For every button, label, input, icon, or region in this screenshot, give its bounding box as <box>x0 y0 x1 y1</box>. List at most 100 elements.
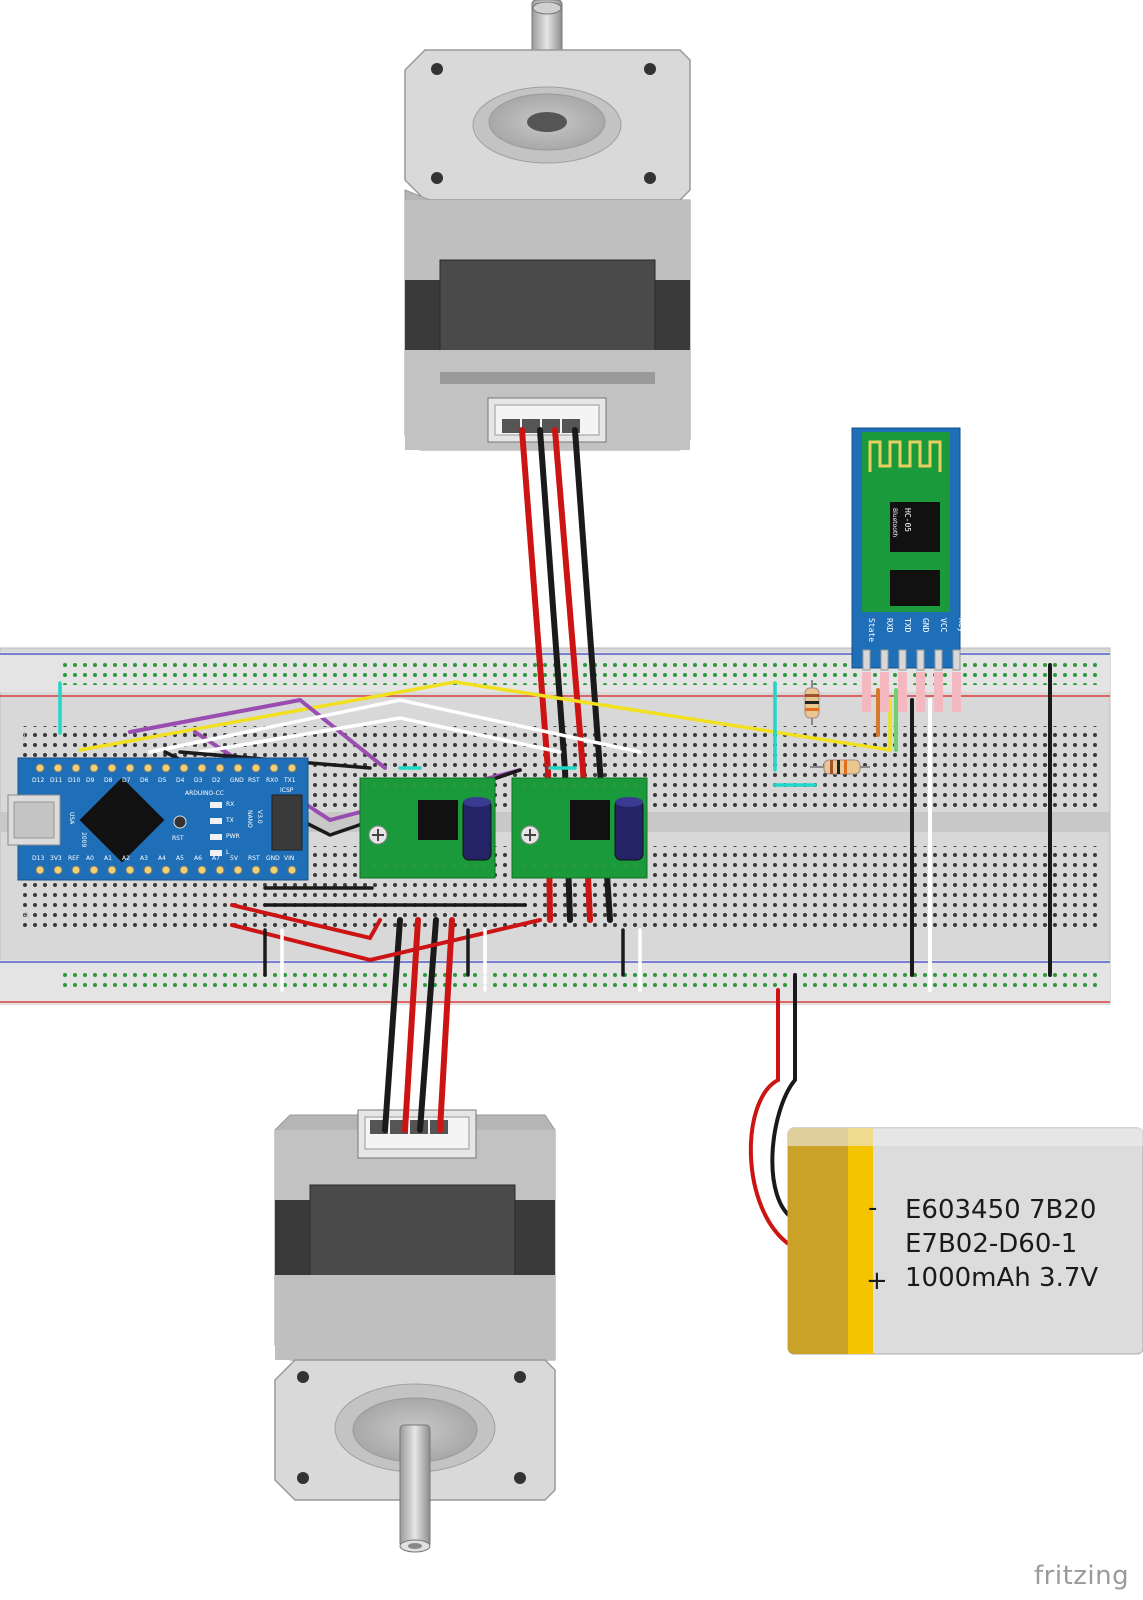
hc05-pin-label: TXD <box>903 618 912 633</box>
nano-pin-label: GND <box>266 855 280 862</box>
hc05-sub: Bluetooth <box>891 508 898 537</box>
wire-red <box>230 903 382 941</box>
nano-pin-label: D13 <box>32 855 44 862</box>
battery-label-line3: 1000mAh 3.7V <box>905 1263 1098 1293</box>
stepper-driver-1 <box>359 777 496 879</box>
arduino-version: V3.0 <box>256 810 263 824</box>
nano-pin-label: A4 <box>158 855 166 862</box>
stepper-motor-bottom <box>274 1109 556 1553</box>
nano-pin-label: D4 <box>176 777 185 784</box>
hc05-pin-label: Key <box>957 618 966 633</box>
nano-pin-label: GND <box>230 777 244 784</box>
nano-pin-label: D5 <box>158 777 167 784</box>
arduino-icsp: ICSP <box>280 787 294 794</box>
nano-pin-label: D11 <box>50 777 62 784</box>
nano-pin <box>215 865 225 875</box>
nano-pin <box>53 763 63 773</box>
wire-white <box>198 716 562 754</box>
hc05-pin-label: State <box>867 618 876 642</box>
wire-yellow <box>78 680 892 753</box>
nano-pin-label: TX1 <box>283 777 296 784</box>
nano-pin <box>179 763 189 773</box>
resistor-2 <box>810 759 870 775</box>
nano-pin <box>197 865 207 875</box>
nano-pin-label: RST <box>248 777 260 784</box>
nano-pin <box>269 763 279 773</box>
nano-pin <box>71 763 81 773</box>
battery-minus: - <box>868 1193 877 1223</box>
nano-pin-label: 3V3 <box>50 855 62 862</box>
nano-pin-label: D8 <box>104 777 113 784</box>
nano-pin <box>107 865 117 875</box>
hc05-pin <box>880 649 889 671</box>
nano-pin <box>161 763 171 773</box>
battery-plus: + <box>866 1266 888 1296</box>
hc05-pin-lead <box>916 672 925 712</box>
arduino-name: ARDUINO-CC <box>185 790 224 797</box>
hc05-bluetooth-module: HC-05 Bluetooth State RXD TXD GND VCC Key <box>851 427 966 712</box>
hc05-pin-lead <box>952 672 961 712</box>
nano-pin <box>197 763 207 773</box>
nano-pin-label: A7 <box>212 855 220 862</box>
wire-red <box>402 917 421 1133</box>
wire-red <box>437 917 455 1133</box>
nano-pin-label: D6 <box>140 777 149 784</box>
arduino-usa: USA <box>68 812 75 825</box>
svg-text:J: J <box>22 731 26 741</box>
hc05-pin <box>934 649 943 671</box>
nano-pin-label: D10 <box>68 777 80 784</box>
hc05-pin-lead <box>862 672 871 712</box>
nano-pin-label: RX0 <box>266 777 278 784</box>
hc05-pin <box>952 649 961 671</box>
nano-pin-label: D7 <box>122 777 131 784</box>
lipo-battery: - + E603450 7B20 E7B02-D60-1 1000mAh 3.7… <box>787 1127 1143 1355</box>
stepper-driver-2 <box>511 777 648 879</box>
arduino-year: 2009 <box>80 832 87 847</box>
nano-pin <box>89 763 99 773</box>
nano-pin <box>125 865 135 875</box>
hc05-pin-label: GND <box>921 618 930 633</box>
nano-pin <box>35 763 45 773</box>
svg-text:A: A <box>23 911 30 921</box>
nano-pin <box>287 865 297 875</box>
hc05-pin <box>916 649 925 671</box>
wire-white <box>148 698 642 754</box>
nano-pin-label: VIN <box>284 855 294 862</box>
nano-pin <box>251 763 261 773</box>
hc05-model: HC-05 <box>903 508 912 532</box>
nano-pin <box>125 763 135 773</box>
arduino-label-l: L <box>226 849 230 856</box>
hc05-pin <box>898 649 907 671</box>
nano-pin-label: D9 <box>86 777 95 784</box>
nano-pin <box>251 865 261 875</box>
nano-pin-label: A2 <box>122 855 130 862</box>
nano-pin-label: D2 <box>212 777 221 784</box>
wire-black <box>417 917 439 1133</box>
arduino-label-pwr: PWR <box>226 833 240 840</box>
nano-pin <box>215 763 225 773</box>
arduino-model: NANO <box>246 810 253 828</box>
nano-pin-label: REF <box>68 855 80 862</box>
hc05-pin-lead <box>898 672 907 712</box>
battery-label-line1: E603450 7B20 <box>905 1195 1096 1225</box>
battery-label-line2: E7B02-D60-1 <box>905 1229 1077 1259</box>
nano-pin <box>35 865 45 875</box>
nano-pin-label: D12 <box>32 777 44 784</box>
hc05-pin-label: RXD <box>885 618 894 633</box>
nano-pin-label: 5V <box>230 855 239 862</box>
resistor-1 <box>804 680 820 725</box>
nano-pin-label: A3 <box>140 855 148 862</box>
nano-pin <box>287 763 297 773</box>
nano-pin-label: A1 <box>104 855 112 862</box>
nano-pin-label: D3 <box>194 777 203 784</box>
nano-pin <box>89 865 99 875</box>
wire-black <box>770 973 797 1222</box>
nano-pin <box>107 763 117 773</box>
nano-pin <box>233 865 243 875</box>
fritzing-logo: fritzing <box>1034 1561 1130 1591</box>
hc05-pin-label: VCC <box>939 618 948 633</box>
nano-pin <box>71 865 81 875</box>
nano-pin <box>233 763 243 773</box>
